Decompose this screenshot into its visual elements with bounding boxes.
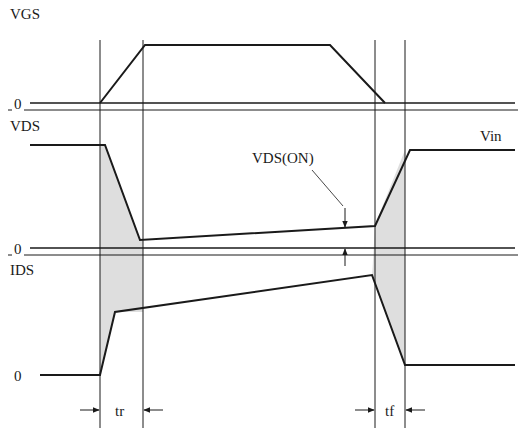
zero-line (30, 247, 515, 249)
zero-line (30, 102, 515, 104)
panel-divider (8, 110, 518, 111)
zero-label: 0 (12, 241, 24, 258)
axis-label: VDS (8, 118, 42, 135)
zero-label: 0 (12, 368, 24, 385)
guide-lines (100, 40, 405, 428)
dimension-arrow (345, 208, 346, 227)
vds-wave (30, 145, 515, 240)
dimension-label: VDS(ON) (250, 150, 316, 167)
panel-divider (8, 255, 518, 256)
time-arrows (80, 410, 425, 411)
dimension-arrow (345, 249, 346, 266)
zero-label: 0 (12, 96, 24, 113)
time-label: tr (113, 403, 126, 420)
signal-label: Vin (478, 128, 504, 145)
axis-label: IDS (8, 262, 36, 279)
loss-shading (100, 145, 405, 375)
axis-label: VGS (8, 6, 42, 23)
ids-wave (40, 275, 515, 375)
leader-line (312, 170, 343, 206)
time-label: tf (383, 403, 396, 420)
